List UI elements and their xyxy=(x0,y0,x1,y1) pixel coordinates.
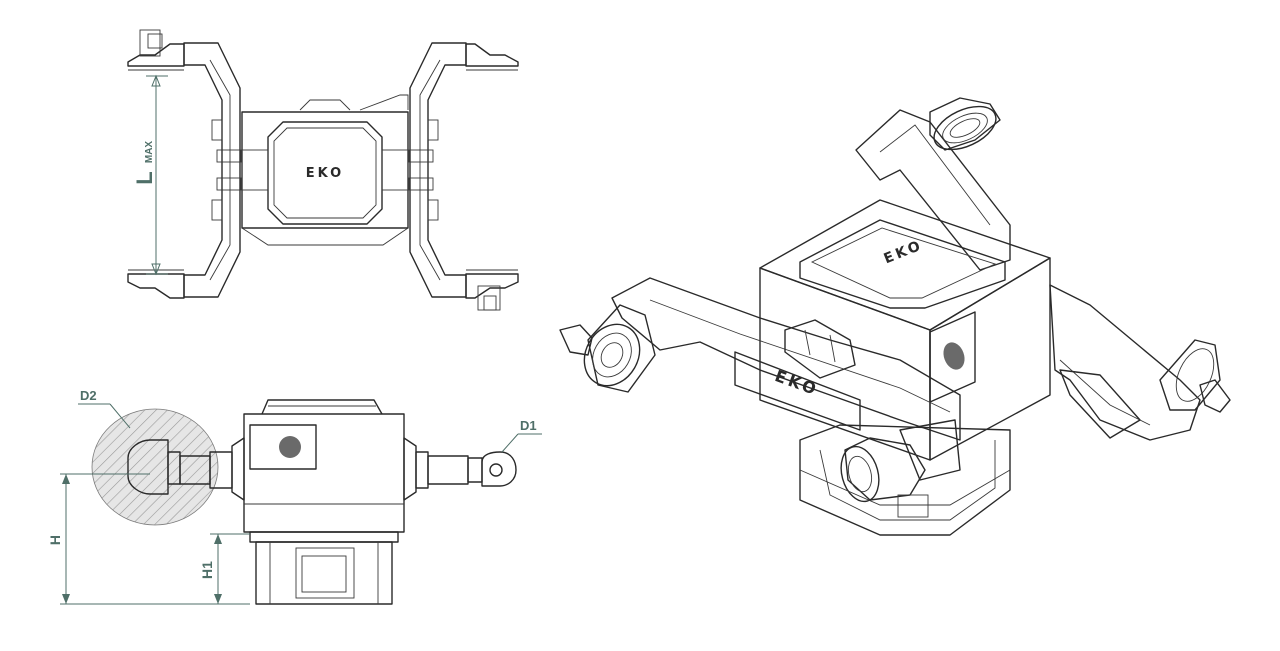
top-view-body: EKO xyxy=(241,94,409,246)
dimension-lmax: L MAX xyxy=(132,74,168,276)
top-view-logo: EKO xyxy=(306,166,344,181)
dimension-h1: H1 xyxy=(199,533,250,604)
dimension-d2: D2 xyxy=(78,388,131,429)
h1-label: H1 xyxy=(199,561,215,579)
d2-swept-area xyxy=(91,408,219,526)
iso-lid-logo: EKO xyxy=(882,237,926,267)
d2-label: D2 xyxy=(80,388,97,403)
isometric-view: EKO EKO xyxy=(559,97,1231,536)
iso-pedestal xyxy=(799,424,1011,536)
top-view: EKO L MAX xyxy=(127,29,519,311)
d1-label: D1 xyxy=(520,418,537,433)
lmax-label: L xyxy=(132,171,157,184)
top-view-right-arm xyxy=(408,42,519,311)
iso-rear-arm xyxy=(855,97,1011,271)
h-label: H xyxy=(47,535,63,545)
iso-right-arm xyxy=(1049,284,1231,441)
lmax-sub-label: MAX xyxy=(144,141,155,164)
dimension-d1: D1 xyxy=(501,418,542,453)
front-view: D2 D1 H H1 xyxy=(47,388,542,605)
iso-arm-logo: EKO xyxy=(772,366,821,399)
